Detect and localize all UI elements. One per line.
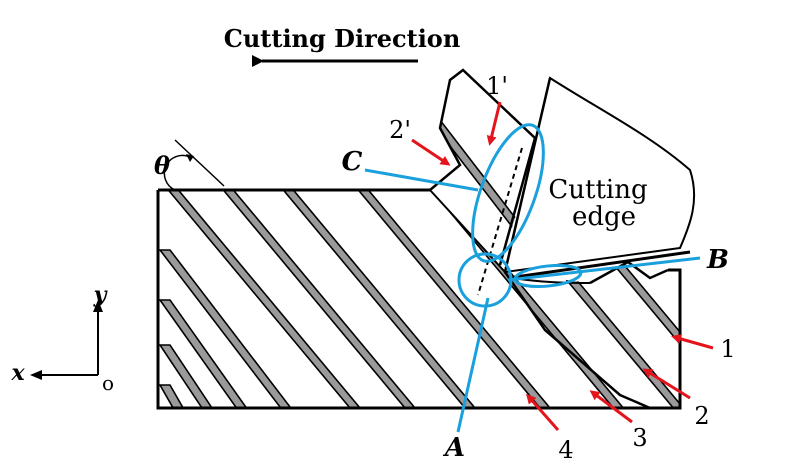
tool-bottom-edge bbox=[507, 250, 691, 280]
tool-rake-face bbox=[503, 77, 552, 273]
leader-line-c bbox=[364, 168, 479, 192]
label-3: 3 bbox=[632, 424, 647, 452]
chip-dashed-line bbox=[477, 147, 523, 296]
angle-arc bbox=[163, 154, 191, 191]
origin-label: o bbox=[102, 371, 114, 395]
cutting-tool bbox=[503, 76, 696, 274]
label-a: A bbox=[442, 433, 465, 463]
label-1prime: 1' bbox=[486, 72, 508, 100]
uncut-surface bbox=[589, 260, 669, 285]
arrow-4 bbox=[526, 393, 560, 431]
fractured-surface bbox=[503, 271, 651, 410]
blue-region-markers bbox=[364, 123, 701, 433]
label-2: 2 bbox=[694, 402, 709, 430]
y-axis-arrowhead bbox=[93, 300, 103, 312]
angle-arc-tip bbox=[186, 154, 194, 162]
label-2prime: 2' bbox=[389, 116, 411, 144]
label-4: 4 bbox=[558, 436, 573, 464]
label-b: B bbox=[706, 245, 729, 275]
workpiece-outline bbox=[156, 188, 682, 410]
arrow-2 bbox=[642, 368, 691, 400]
red-arrows bbox=[411, 101, 714, 431]
x-axis-arrowhead bbox=[30, 370, 42, 380]
angle-reference-line bbox=[174, 139, 225, 187]
workpiece-cut-edge bbox=[429, 189, 506, 273]
diagram-title: Cutting Direction bbox=[224, 24, 461, 53]
arrow-1prime bbox=[486, 101, 502, 146]
arrow-2prime bbox=[411, 138, 451, 166]
leader-line-a bbox=[456, 297, 490, 433]
tool-label-line1: Cutting bbox=[548, 175, 647, 205]
arrow-3 bbox=[589, 390, 633, 424]
chip-region-ellipse bbox=[471, 123, 545, 263]
leader-line-b bbox=[507, 256, 701, 282]
x-axis-label: x bbox=[10, 360, 25, 386]
y-axis-label: y bbox=[93, 282, 109, 308]
tool-label-line2: edge bbox=[572, 202, 636, 232]
angle-label: θ bbox=[154, 151, 170, 180]
label-1: 1 bbox=[720, 335, 735, 363]
label-c: C bbox=[342, 147, 363, 177]
arrow-1 bbox=[671, 334, 714, 350]
